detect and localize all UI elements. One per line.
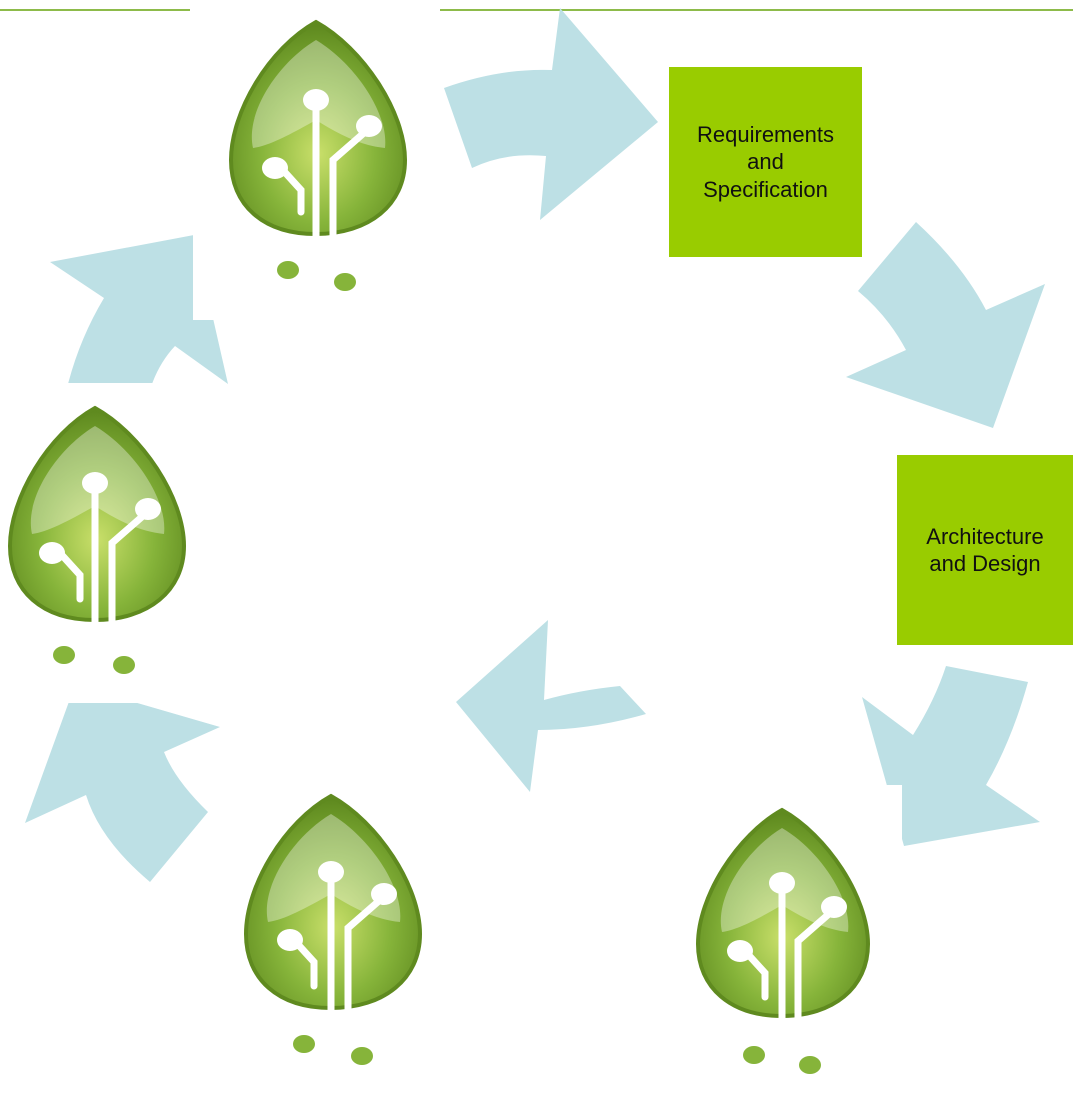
- leaf-circuit-logo-icon: [695, 807, 871, 1074]
- header-rule-right: [440, 9, 1073, 11]
- leaf-circuit-logo-icon: [228, 19, 408, 291]
- logo-tile-top: [193, 0, 439, 320]
- arrow-right-lower: [862, 666, 1040, 846]
- logo-tile-bottom: [208, 768, 454, 1088]
- stage-requirements-box: Requirements and Specification: [669, 67, 862, 257]
- stage-architecture-label: Architecture and Design: [926, 523, 1044, 577]
- arrow-bottom: [456, 620, 646, 792]
- arrow-top: [444, 8, 658, 220]
- stage-requirements-label: Requirements and Specification: [697, 121, 834, 202]
- logo-tile-bottom-right: [662, 785, 902, 1095]
- header-rule-left: [0, 9, 190, 11]
- stage-architecture-box: Architecture and Design: [897, 455, 1073, 645]
- arrow-right-upper: [846, 222, 1045, 428]
- arrow-left-lower: [25, 685, 220, 882]
- leaf-circuit-logo-icon: [243, 793, 423, 1065]
- arrow-left-upper: [50, 235, 228, 384]
- logo-tile-left: [0, 383, 214, 703]
- leaf-circuit-logo-icon: [7, 405, 187, 674]
